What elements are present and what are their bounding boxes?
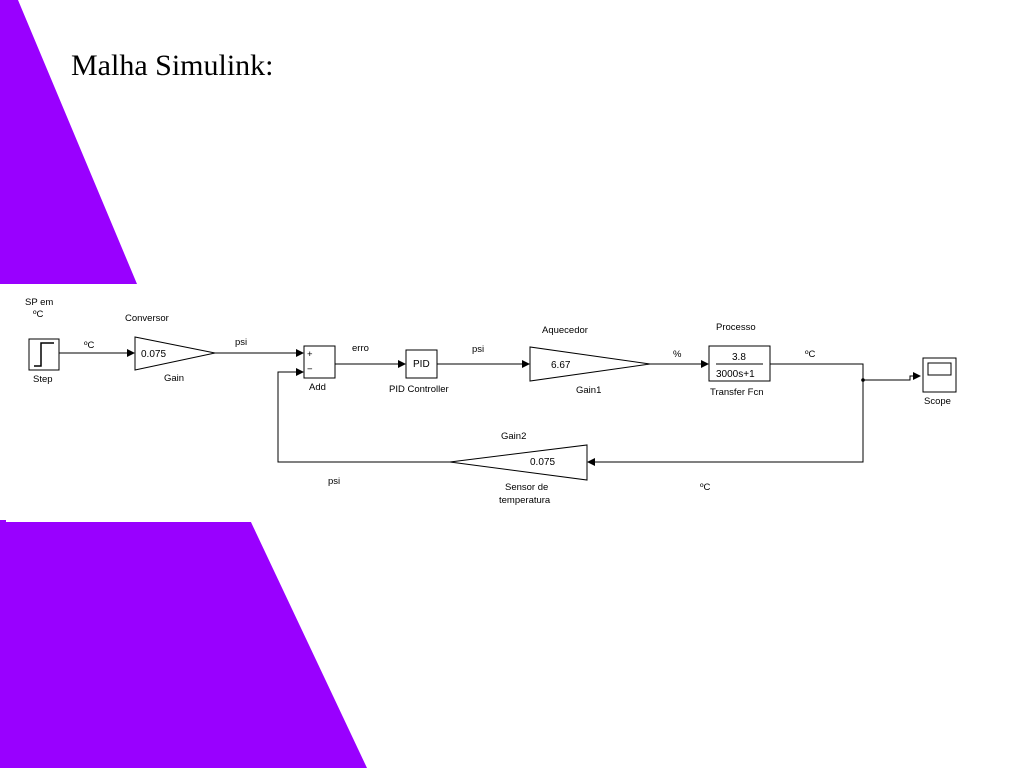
signal-label-tf-out: ºC	[805, 349, 815, 360]
purple-triangle-bottom	[0, 520, 367, 768]
tf-name: Transfer Fcn	[710, 387, 764, 398]
signal-label-pid-out: psi	[472, 344, 484, 355]
gain-sensor-block[interactable]	[449, 444, 588, 481]
slide-title: Malha Simulink:	[71, 49, 274, 82]
signal-tf-to-scope	[770, 363, 921, 381]
signal-label-add-out: erro	[352, 343, 369, 354]
tf-label-top: Processo	[716, 322, 756, 333]
step-label-top-2: ºC	[33, 309, 43, 320]
signal-feedback-to-gain2	[587, 380, 864, 466]
add-plus-sign: +	[307, 349, 313, 360]
gain-conversor-name: Gain	[164, 373, 184, 384]
gain-aquecedor-label: Aquecedor	[542, 325, 588, 336]
pid-controller-name: PID Controller	[389, 384, 449, 395]
step-name: Step	[33, 374, 53, 385]
gain-conversor-label: Conversor	[125, 313, 169, 324]
signal-label-step-out: ºC	[84, 340, 94, 351]
simulink-diagram: SP em ºC Step ºC 0.075 Conversor Gain ps…	[25, 297, 957, 506]
tf-numerator: 3.8	[732, 352, 746, 363]
purple-triangle-top	[0, 0, 137, 285]
scope-block[interactable]	[922, 357, 957, 393]
signal-label-conv-out: psi	[235, 337, 247, 348]
gain-conversor-value: 0.075	[141, 349, 166, 360]
gain-aquecedor-value: 6.67	[551, 360, 571, 371]
simulink-diagram-panel: SP em ºC Step ºC 0.075 Conversor Gain ps…	[6, 284, 1006, 522]
gain-sensor-name-2: temperatura	[499, 495, 551, 506]
pid-block-text: PID	[413, 359, 430, 370]
transfer-fcn-block[interactable]	[708, 345, 771, 382]
gain-aquecedor-name: Gain1	[576, 385, 601, 396]
gain-sensor-label: Gain2	[501, 431, 526, 442]
add-block[interactable]	[303, 345, 336, 379]
signal-label-gain1-out: %	[673, 349, 682, 360]
gain-aquecedor-block[interactable]	[529, 346, 651, 382]
add-minus-sign: −	[307, 364, 313, 375]
gain-sensor-name-1: Sensor de	[505, 482, 548, 493]
scope-name: Scope	[924, 396, 951, 407]
gain-conversor-block[interactable]	[134, 336, 216, 371]
step-block[interactable]	[28, 338, 60, 371]
signal-feedback-to-add	[277, 368, 450, 463]
gain-sensor-value: 0.075	[530, 457, 555, 468]
add-name: Add	[309, 382, 326, 393]
signal-label-feedback-right: ºC	[700, 482, 710, 493]
signal-label-feedback-left: psi	[328, 476, 340, 487]
step-label-top-1: SP em	[25, 297, 53, 308]
tf-denominator: 3000s+1	[716, 369, 755, 380]
